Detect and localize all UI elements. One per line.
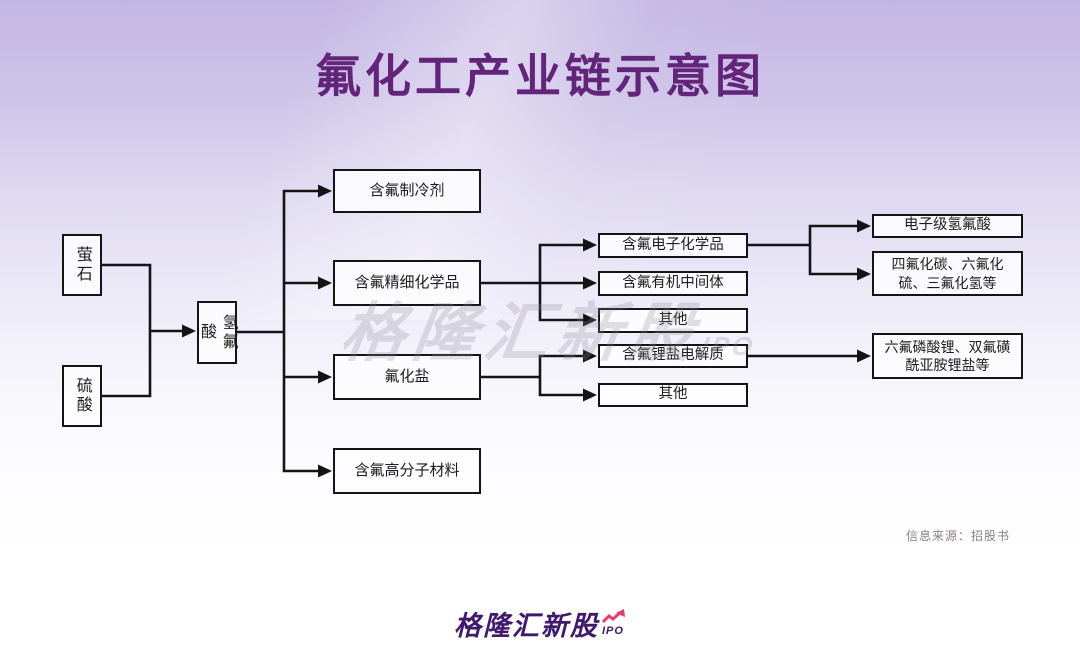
node-fluorine-gases: 四氟化碳、六氟化硫、三氟化氢等 xyxy=(872,251,1023,296)
node-fine-chemicals: 含氟精细化学品 xyxy=(333,260,481,306)
node-other-salts: 其他 xyxy=(598,383,748,407)
node-lithium-salts: 六氟磷酸锂、双氟磺酰亚胺锂盐等 xyxy=(872,333,1023,379)
node-refrigerants: 含氟制冷剂 xyxy=(333,169,481,213)
footer-logo: 格隆汇新股 IPO xyxy=(0,609,1080,641)
node-lithium-electrolytes: 含氟锂盐电解质 xyxy=(598,344,748,368)
node-organic-intermediates: 含氟有机中间体 xyxy=(598,271,748,296)
node-fluoropolymers: 含氟高分子材料 xyxy=(333,448,481,494)
node-sulfuric-acid: 硫酸 xyxy=(62,365,102,427)
footer-brand-text: 格隆汇新股 xyxy=(454,611,599,641)
page-title: 氟化工产业链示意图 xyxy=(315,51,765,102)
node-electronic-grade-hf: 电子级氢氟酸 xyxy=(872,214,1023,238)
footer-ipo-label: IPO xyxy=(602,625,624,637)
node-fluoride-salts: 氟化盐 xyxy=(333,354,481,400)
node-fluorite: 萤石 xyxy=(62,234,102,296)
node-other-fine-chemicals: 其他 xyxy=(598,308,748,333)
node-hydrofluoric-acid: 氢氟酸 xyxy=(197,301,237,364)
node-electronic-chemicals: 含氟电子化学品 xyxy=(598,233,748,258)
stock-arrow-icon xyxy=(602,609,625,624)
arrowheads xyxy=(182,184,871,478)
source-note: 信息来源：招股书 xyxy=(905,529,1010,543)
